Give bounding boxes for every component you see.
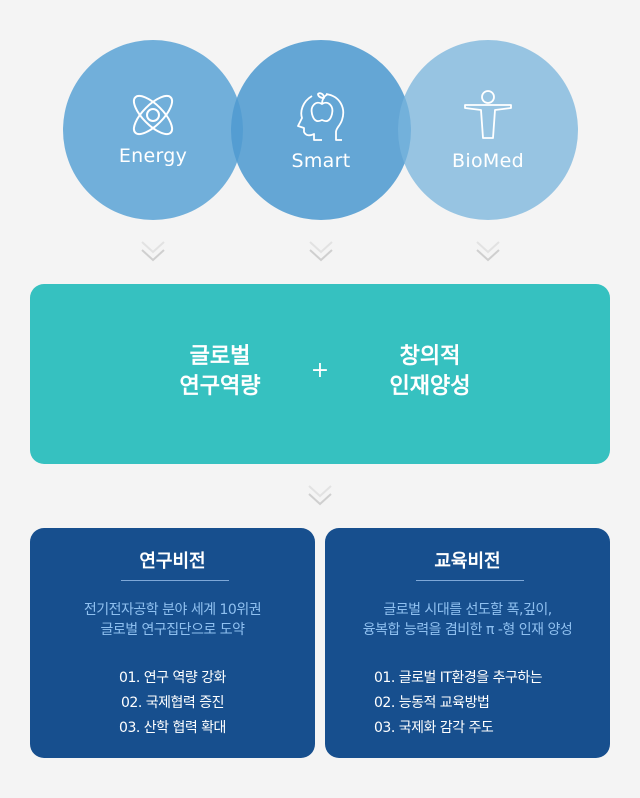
plus-operator: + [310,358,330,383]
circle-smart: Smart [231,40,411,220]
list-item: 03. 국제화 감각 주도 [374,720,494,736]
vision-title: 교육비전 [434,551,501,572]
double-chevron-down-icon [309,241,333,262]
vision-goals-list: 01. 연구 역량 강화 02. 국제협력 증진 03. 산학 협력 확대 [30,666,315,741]
circle-label: BioMed [452,150,524,172]
divider [121,580,229,581]
head-apple-icon [296,88,346,146]
vision-description: 전기전자공학 분야 세계 10위권 글로벌 연구집단으로 도약 [30,600,315,640]
combine-left-line1: 글로벌 [189,344,251,369]
human-figure-icon [463,90,513,144]
creative-talent-development: 창의적 인재양성 [330,342,530,402]
desc-line: 글로벌 연구집단으로 도약 [100,622,245,638]
list-item: 01. 글로벌 IT환경을 추구하는 [374,670,543,686]
vision-description: 글로벌 시대를 선도할 폭,깊이, 융복합 능력을 겸비한 π -형 인재 양성 [325,600,610,640]
combine-left-line2: 연구역량 [179,374,261,399]
combine-right-line2: 인재양성 [389,374,471,399]
desc-line: 전기전자공학 분야 세계 10위권 [83,602,262,618]
circle-label: Smart [291,150,351,172]
vision-title: 연구비전 [139,551,206,572]
desc-line: 융복합 능력을 겸비한 π -형 인재 양성 [362,622,573,638]
list-item: 03. 산학 협력 확대 [119,720,226,736]
divider [416,580,524,581]
circle-biomed: BioMed [398,40,578,220]
circle-label: Energy [118,145,188,167]
combine-right-line1: 창의적 [399,344,461,369]
combine-box: 글로벌 연구역량 + 창의적 인재양성 [30,284,610,464]
research-vision-box: 연구비전 전기전자공학 분야 세계 10위권 글로벌 연구집단으로 도약 01.… [30,528,315,758]
double-chevron-down-icon [476,241,500,262]
double-chevron-down-icon [308,485,332,506]
atom-icon [127,90,179,144]
education-vision-box: 교육비전 글로벌 시대를 선도할 폭,깊이, 융복합 능력을 겸비한 π -형 … [325,528,610,758]
circle-energy: Energy [63,40,243,220]
global-research-capacity: 글로벌 연구역량 [120,342,320,402]
vision-goals-list: 01. 글로벌 IT환경을 추구하는 02. 능동적 교육방법 03. 국제화 … [325,666,610,741]
list-item: 01. 연구 역량 강화 [119,670,226,686]
list-item: 02. 능동적 교육방법 [374,695,490,711]
desc-line: 글로벌 시대를 선도할 폭,깊이, [383,602,552,618]
double-chevron-down-icon [141,241,165,262]
list-item: 02. 국제협력 증진 [121,695,224,711]
